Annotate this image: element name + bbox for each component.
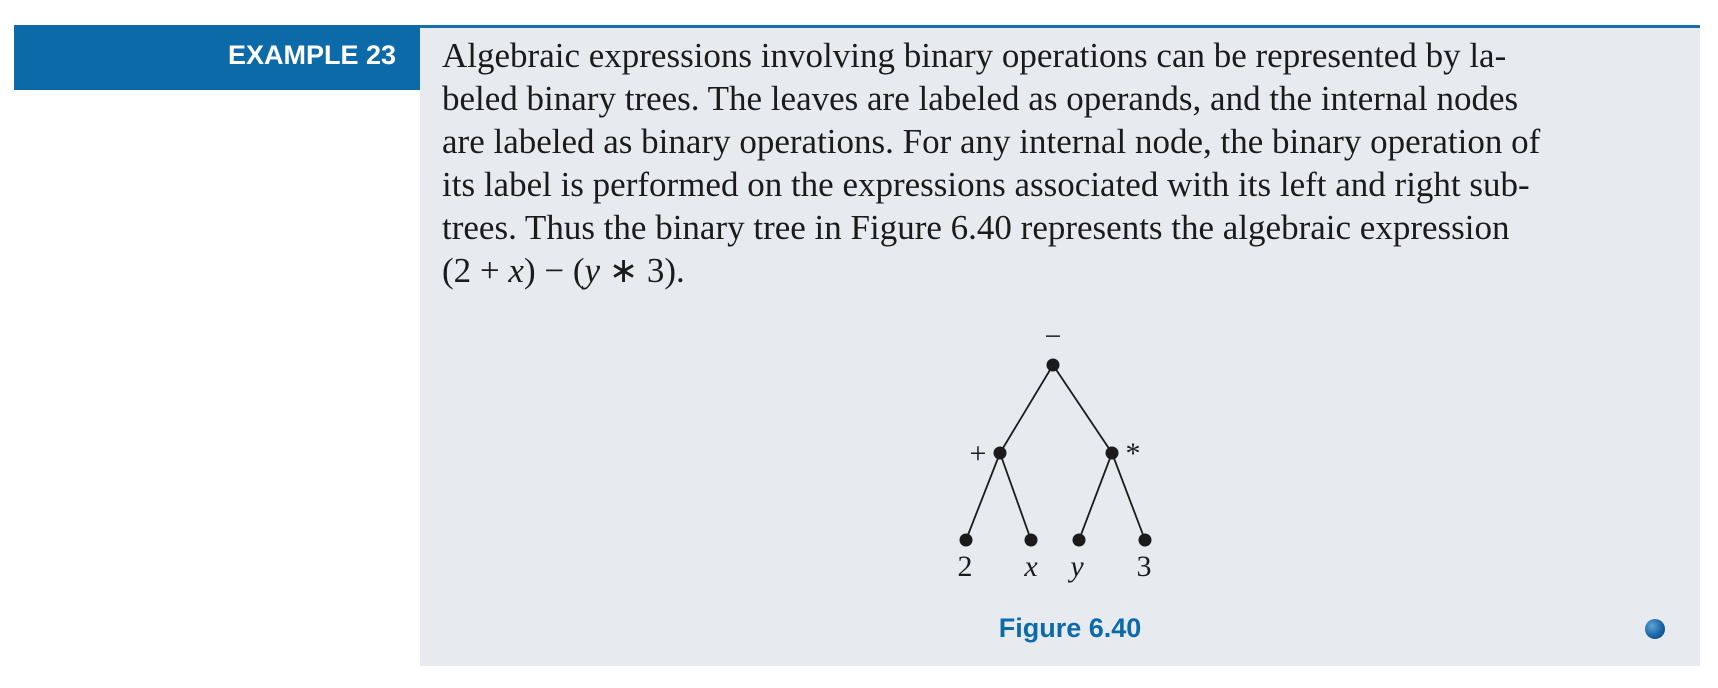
edge-times-y [1078, 452, 1113, 541]
example-label: EXAMPLE 23 [227, 40, 396, 70]
label-times: * [1126, 437, 1141, 470]
node-times [1105, 446, 1119, 460]
tree-nodes [959, 358, 1152, 547]
figure-caption: Figure 6.40 [998, 613, 1142, 643]
node-leaf-2 [959, 533, 973, 547]
edge-plus-2 [965, 452, 1001, 541]
label-plus: + [970, 437, 987, 470]
expr-part: (2 + [442, 251, 509, 290]
label-leaf-x: x [1023, 550, 1038, 583]
body-line-3: are labeled as binary operations. For an… [442, 122, 1541, 161]
body-line-5: trees. Thus the binary tree in Figure 6.… [442, 208, 1510, 247]
label-leaf-3: 3 [1137, 550, 1152, 583]
example-body: Algebraic expressions involving binary o… [442, 34, 1688, 292]
label-leaf-y: y [1067, 550, 1084, 583]
edge-root-plus [999, 364, 1054, 454]
edge-plus-x [999, 452, 1032, 541]
node-leaf-y [1072, 533, 1086, 547]
node-root [1046, 358, 1060, 372]
body-line-2: beled binary trees. The leaves are label… [442, 79, 1519, 118]
expr-var-x: x [508, 251, 524, 290]
body-line-4: its label is performed on the expression… [442, 165, 1530, 204]
label-root: − [1045, 320, 1062, 353]
expr-part: ∗ 3). [600, 251, 685, 290]
edge-times-3 [1111, 452, 1146, 541]
edge-root-times [1052, 364, 1113, 454]
expr-var-y: y [584, 251, 601, 290]
label-leaf-2: 2 [958, 550, 973, 583]
expr-part: ) − ( [523, 251, 585, 290]
node-leaf-3 [1138, 533, 1152, 547]
top-rule [420, 25, 1700, 28]
node-leaf-x [1024, 533, 1038, 547]
example-label-bar: EXAMPLE 23 [14, 25, 420, 90]
binary-tree-figure: − + * 2 x y 3 [958, 320, 1152, 583]
end-of-example-dot-icon [1645, 619, 1665, 639]
node-plus [993, 446, 1007, 460]
body-line-1: Algebraic expressions involving binary o… [442, 36, 1507, 75]
body-line-6: (2 + x) − (y ∗ 3). [442, 249, 1688, 292]
example-panel: Algebraic expressions involving binary o… [420, 28, 1700, 666]
tree-edges [965, 364, 1146, 541]
